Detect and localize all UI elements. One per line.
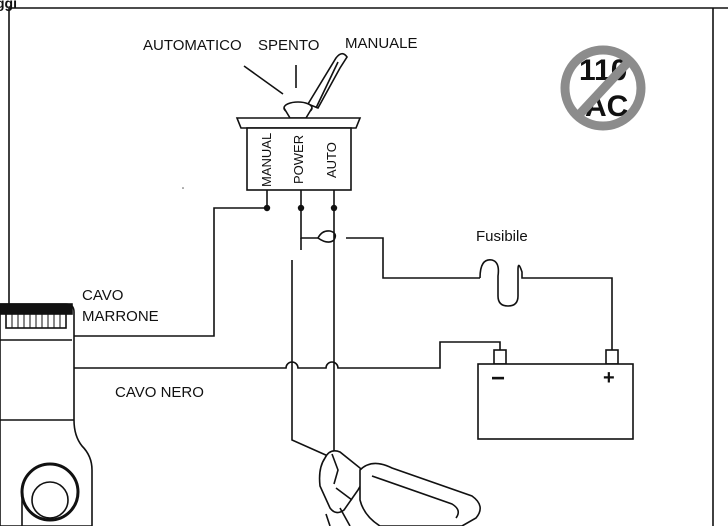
fuse-label: Fusibile <box>476 228 528 245</box>
brown-wire-label-1: CAVO <box>82 287 123 304</box>
bilge-pump <box>0 303 93 527</box>
toggle-switch: AUTOMATICO SPENTO MANUALE MANUAL POWER A… <box>143 35 418 212</box>
black-wire-label: CAVO NERO <box>115 384 204 401</box>
no-110ac-sign: 110 AC <box>560 45 646 131</box>
terminal-manual: MANUAL <box>259 133 274 187</box>
battery-negative: − <box>491 365 505 392</box>
switch-body <box>246 127 352 191</box>
float-switch <box>318 450 481 527</box>
terminal-power: POWER <box>291 135 306 184</box>
terminal-auto: AUTO <box>324 142 339 178</box>
battery-positive: + <box>603 367 615 389</box>
label-automatico: AUTOMATICO <box>143 37 242 54</box>
toggle-lever <box>283 52 348 119</box>
label-spento: SPENTO <box>258 37 319 54</box>
switch-flange <box>235 117 362 129</box>
brown-wire-label-2: MARRONE <box>82 308 159 325</box>
partial-header: ggi <box>0 0 17 11</box>
wiring <box>73 207 613 460</box>
battery: − + <box>477 349 634 440</box>
indicator-auto <box>243 65 284 95</box>
label-manuale: MANUALE <box>345 35 418 52</box>
